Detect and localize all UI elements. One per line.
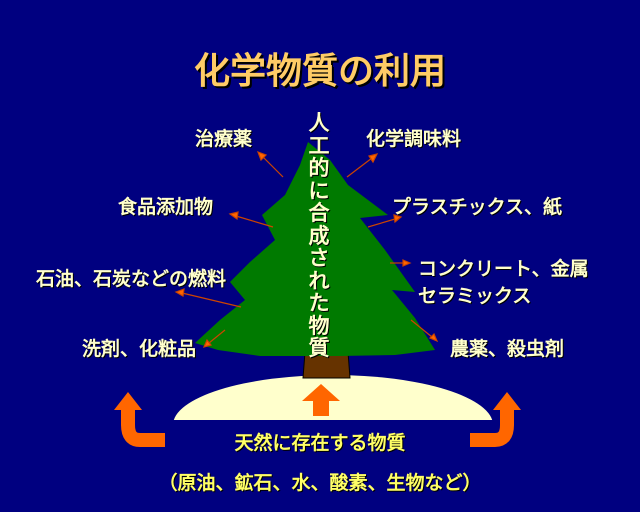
label-food-additives: 食品添加物 [118,196,214,218]
label-natural-examples: （原油、鉱石、水、酸素、生物など） [158,472,482,494]
label-ceramics: セラミックス [418,285,532,307]
growth-arrow-head [302,384,340,401]
slide-title: 化学物質の利用 [193,51,446,92]
curved-arrow-left [121,408,165,447]
product-arrows [174,150,439,348]
tree-canopy [195,142,435,356]
growth-arrow-up [313,400,329,416]
curved-arrow-right [470,408,514,447]
label-seasoning: 化学調味料 [366,128,462,150]
label-fuels: 石油、石炭などの燃料 [36,268,227,290]
synthetic-substances-label: 人工的に合成された物質 [308,111,330,360]
label-concrete: コンクリート、金属 [418,258,589,280]
label-medicine: 治療薬 [195,128,253,150]
label-detergents: 洗剤、化粧品 [82,338,197,360]
label-natural-substances: 天然に存在する物質 [234,432,406,454]
label-plastics: プラスチックス、紙 [392,196,563,218]
label-pesticides: 農薬、殺虫剤 [450,338,565,360]
